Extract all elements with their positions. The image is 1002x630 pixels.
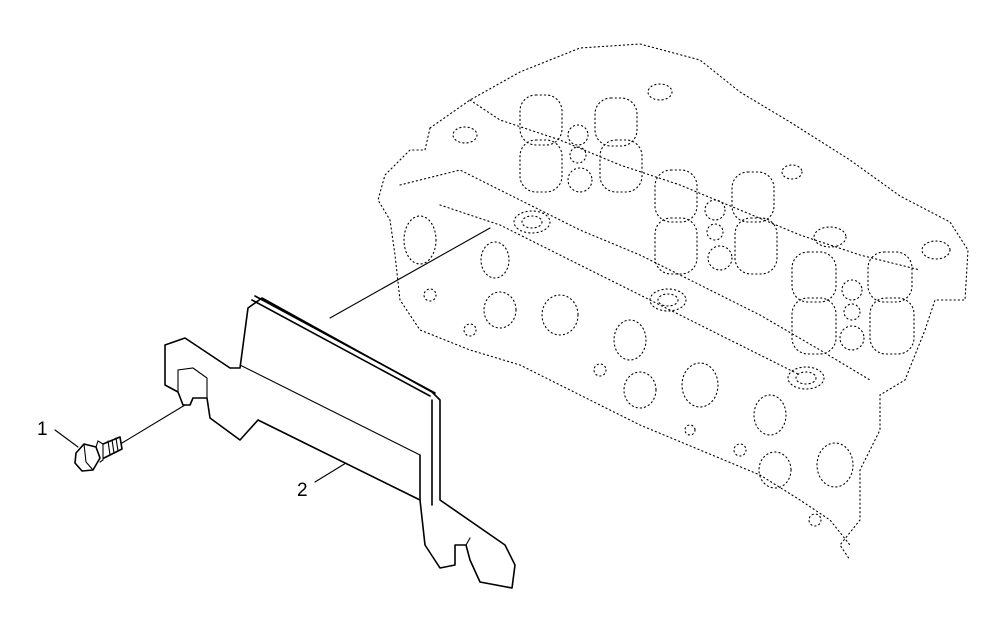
bracket-part <box>164 295 516 589</box>
callout-number-2: 2 <box>297 480 308 501</box>
bolt-part <box>74 436 123 472</box>
assembly-leader-lines <box>54 227 491 483</box>
cylinder-head-phantom <box>377 43 969 561</box>
callout-number-1: 1 <box>37 419 48 440</box>
